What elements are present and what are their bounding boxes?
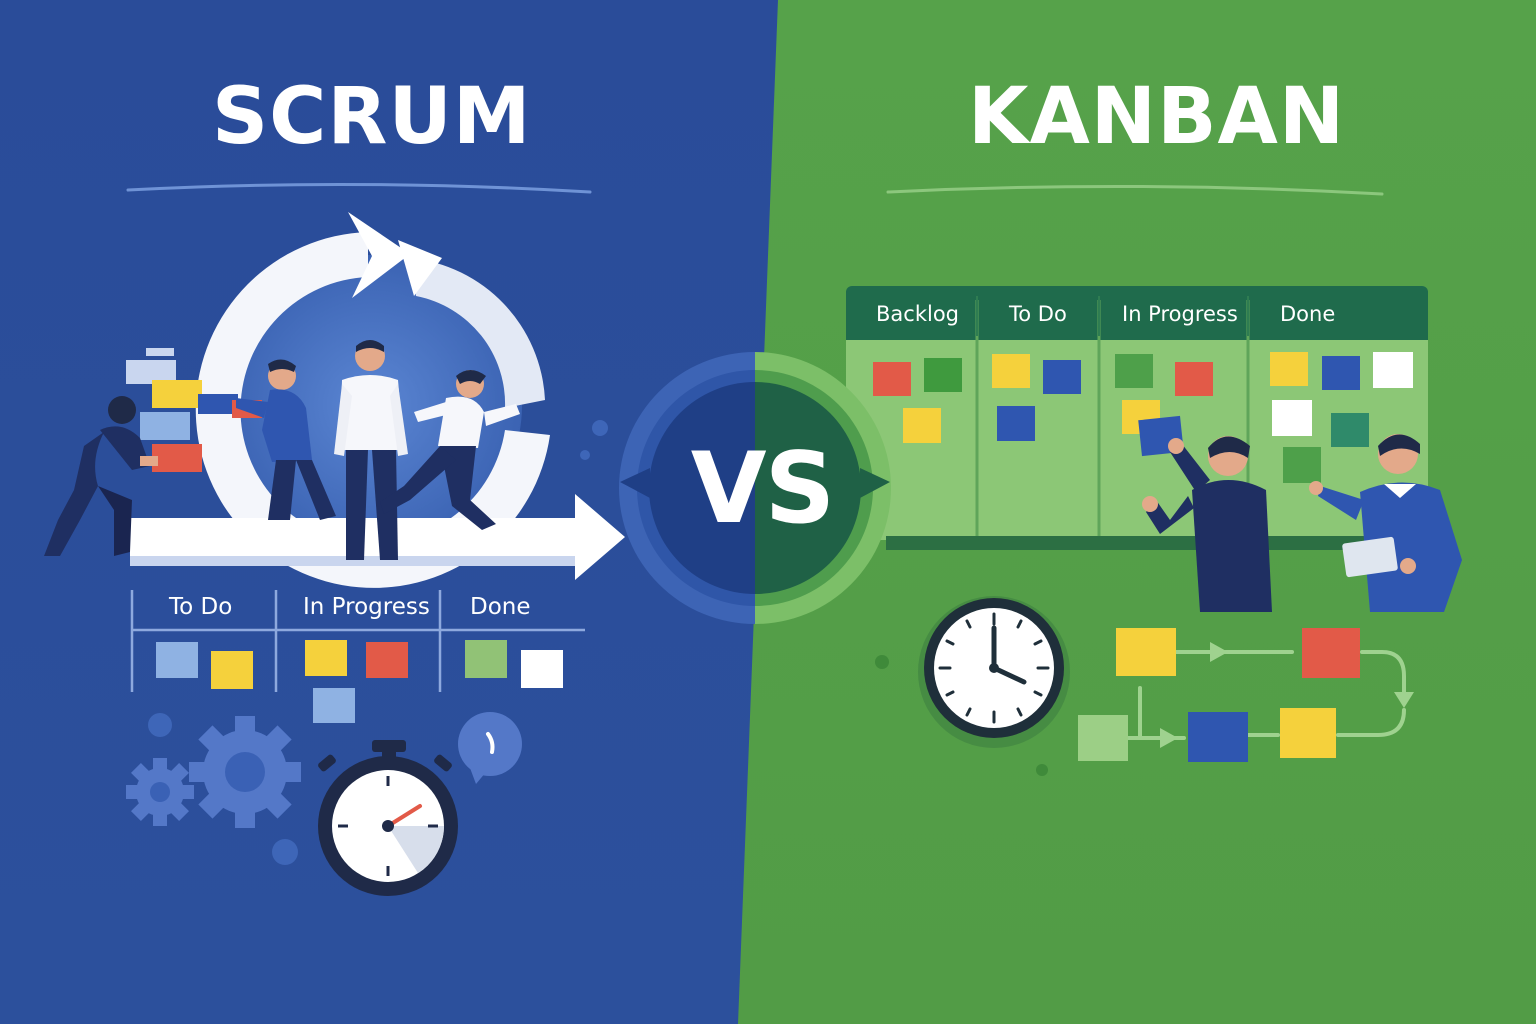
workflow-card [1280, 708, 1336, 758]
sticky-note [1272, 400, 1312, 436]
sticky-note [1331, 413, 1369, 447]
workflow-card [1116, 628, 1176, 676]
team-member-running [380, 370, 520, 530]
team-member-pushing [44, 396, 158, 556]
workflow-arrows-icon [1078, 628, 1414, 762]
gear-icon [126, 716, 301, 828]
sticky-note [1115, 354, 1153, 388]
sticky-note [873, 362, 911, 396]
sticky-note [1322, 356, 1360, 390]
scrum-column-done: Done [470, 594, 531, 620]
scrum-sticky-notes [156, 640, 563, 723]
kanban-column-in-progress: In Progress [1122, 302, 1238, 326]
kanban-column-done: Done [1280, 302, 1336, 326]
sticky-note [521, 650, 563, 688]
workflow-card [1078, 715, 1128, 761]
scrum-column-in-progress: In Progress [303, 594, 430, 620]
sticky-note [1043, 360, 1081, 394]
sticky-note [1175, 362, 1213, 396]
sticky-note [903, 408, 941, 443]
team-member-with-tablet [1309, 434, 1462, 612]
scrum-title-underline [126, 182, 592, 194]
scrum-title: SCRUM [212, 72, 532, 162]
kanban-title-underline [886, 184, 1384, 196]
sticky-note [1283, 447, 1321, 483]
sticky-note [465, 640, 507, 678]
sticky-note [211, 651, 253, 689]
kanban-column-backlog: Backlog [876, 302, 959, 326]
stopwatch-icon [318, 740, 458, 896]
scrum-column-to-do: To Do [169, 594, 233, 620]
team-member-moving-card [1142, 436, 1272, 612]
sticky-note [997, 406, 1035, 441]
sticky-note [366, 642, 408, 678]
wall-clock-icon [918, 596, 1070, 748]
sticky-note [1270, 352, 1308, 386]
kanban-title: KANBAN [968, 72, 1346, 162]
sticky-note [992, 354, 1030, 388]
decorative-dots [875, 655, 1048, 776]
team-member-carrying [236, 359, 336, 520]
workflow-card [1302, 628, 1360, 678]
kanban-column-to-do: To Do [1009, 302, 1067, 326]
sticky-note [156, 642, 198, 678]
speech-bubble-icon [458, 712, 522, 784]
workflow-card [1188, 712, 1248, 762]
decorative-dots [148, 420, 608, 865]
kanban-sticky-notes [873, 352, 1413, 483]
sticky-note [1373, 352, 1413, 388]
vs-badge [619, 352, 891, 624]
scrum-board [130, 590, 585, 692]
vs-label: VS [690, 432, 835, 546]
sticky-note [924, 358, 962, 392]
sticky-note [305, 640, 347, 676]
sticky-note [313, 688, 355, 723]
